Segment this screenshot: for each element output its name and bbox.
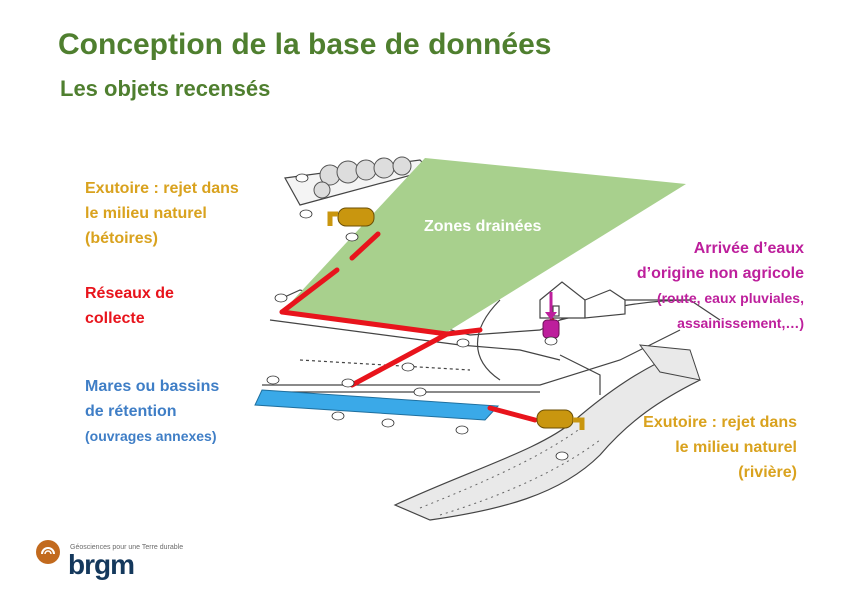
exutoire-riviere-line-2: le milieu naturel — [675, 439, 797, 456]
exutoire-betoires-label: Exutoire : rejet dans le milieu naturel … — [85, 176, 239, 251]
river-icon — [393, 344, 701, 521]
exutoire-riviere-line-3: (rivière) — [738, 464, 797, 481]
mares-line-2: de rétention — [85, 403, 177, 420]
logo-tagline: Géosciences pour une Terre durable — [70, 544, 184, 551]
logo-wordmark: brgm — [68, 549, 135, 580]
exutoire-betoires-line-2: le milieu naturel — [85, 205, 207, 222]
zones-drainees-label: Zones drainées — [424, 218, 542, 235]
tree-icon — [313, 156, 412, 199]
arrivee-line-2: d’origine non agricole — [636, 265, 804, 282]
pipe-outlet-icon — [536, 409, 585, 430]
reseaux-label: Réseaux de collecte — [85, 281, 174, 331]
brgm-logo — [36, 540, 60, 564]
arrivee-note-1: (route, eaux pluviales, — [656, 290, 804, 306]
page-title: Conception de la base de données — [58, 28, 552, 61]
exutoire-riviere-line-1: Exutoire : rejet dans — [643, 414, 797, 431]
pond-area — [254, 389, 500, 421]
pipe-outlet-icon — [327, 207, 375, 227]
mares-line-1: Mares ou bassins — [85, 378, 220, 395]
reseaux-line-2: collecte — [85, 310, 145, 327]
exutoire-riviere-label: Exutoire : rejet dans le milieu naturel … — [643, 410, 797, 485]
zones-drainees-area — [282, 158, 686, 332]
arrivee-label: Arrivée d’eaux d’origine non agricole (r… — [637, 236, 804, 336]
reseaux-line-1: Réseaux de — [85, 285, 174, 302]
page-subtitle: Les objets recensés — [60, 76, 271, 101]
arrivee-note-2: assainissement,…) — [677, 315, 804, 331]
exutoire-betoires-line-3: (bétoires) — [85, 230, 158, 247]
id-markers — [266, 173, 569, 461]
arrivee-line-1: Arrivée d’eaux — [693, 240, 804, 257]
mares-note: (ouvrages annexes) — [85, 428, 217, 444]
exutoire-betoires-line-1: Exutoire : rejet dans — [85, 180, 239, 197]
mares-label: Mares ou bassins de rétention (ouvrages … — [85, 374, 219, 449]
